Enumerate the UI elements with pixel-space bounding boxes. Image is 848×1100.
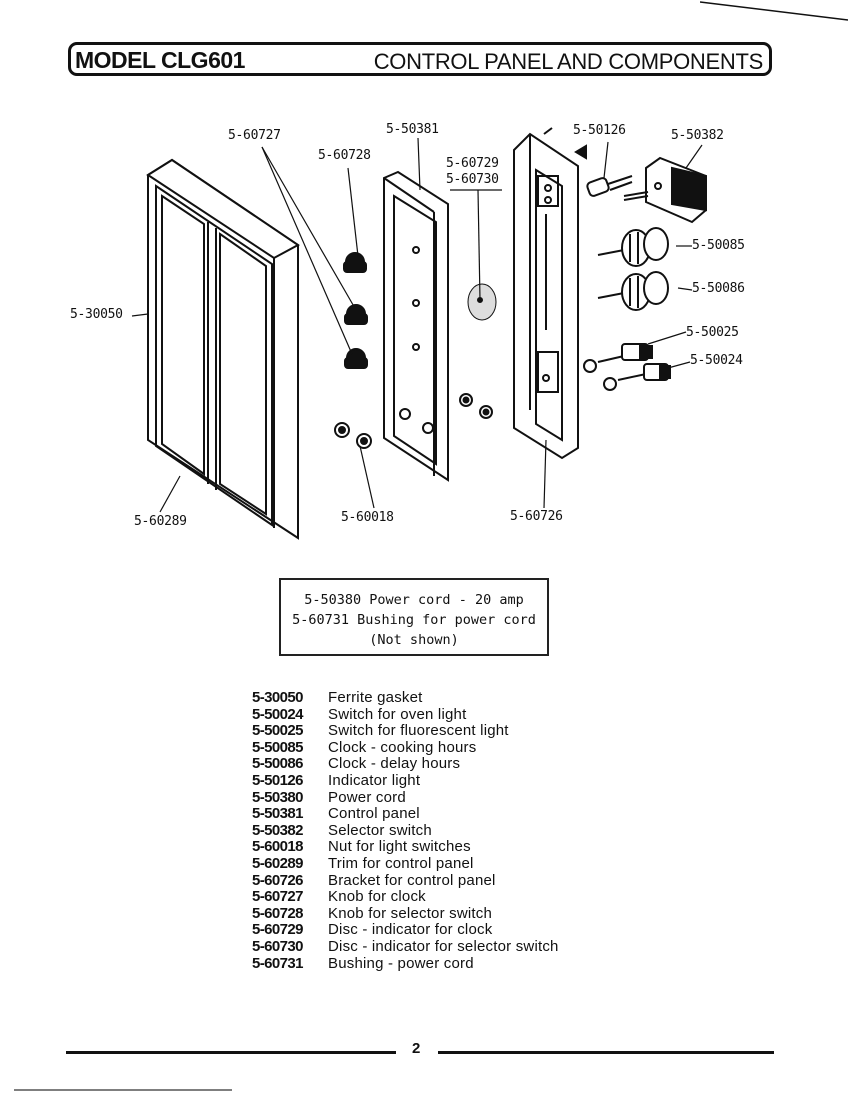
disc-drawing [467,283,497,321]
model-title: MODEL CLG601 [75,47,245,73]
part-number: 5-50086 [252,755,303,773]
part-description: Bracket for control panel [328,871,496,889]
part-description: Disc - indicator for clock [328,921,493,939]
callout-5-60018: 5-60018 [341,510,394,525]
indicator-light-drawing [586,175,633,197]
part-description: Knob for clock [328,888,426,906]
note-line-2: 5-60731 Bushing for power cord [292,612,536,628]
note-line-1: 5-50380 Power cord - 20 amp [304,592,524,608]
parts-row: 5-60731 Bushing - power cord [252,954,559,973]
part-number: 5-50126 [252,771,303,789]
part-description: Ferrite gasket [328,689,423,706]
parts-row: 5-50085 Clock - cooking hours [252,738,559,757]
footer-rule-left [66,1051,396,1054]
part-description: Knob for selector switch [328,904,493,922]
page-number: 2 [412,1040,421,1057]
power-cord-note-box: 5-50380 Power cord - 20 amp 5-60731 Bush… [279,578,549,656]
callout-5-50024: 5-50024 [690,353,743,368]
part-number: 5-60727 [252,888,303,906]
parts-row: 5-50086 Clock - delay hours [252,756,559,773]
callout-5-60727: 5-60727 [228,128,281,143]
corner-line [700,1,848,21]
callout-5-50126: 5-50126 [573,123,626,138]
light-switches-drawing [583,343,671,391]
knobs-drawing [343,252,368,369]
part-number: 5-60018 [252,838,303,856]
part-description: Clock - delay hours [328,755,461,773]
callout-5-30050: 5-30050 [70,307,123,322]
callout-5-60729: 5-60729 [446,156,499,171]
parts-row: 5-50380 Power cord [252,788,559,807]
part-number: 5-50382 [252,821,303,839]
bracket-drawing [513,127,587,460]
parts-row: 5-50382 Selector switch [252,821,559,840]
section-title: CONTROL PANEL AND COMPONENTS [373,49,764,74]
callout-5-50086: 5-50086 [692,281,745,296]
page-header: MODEL CLG601 CONTROL PANEL AND COMPONENT… [68,42,772,76]
part-number: 5-60730 [252,937,303,955]
callout-5-50025: 5-50025 [686,325,739,340]
note-line-3: (Not shown) [369,632,459,648]
part-description: Power cord [328,788,406,806]
nuts-drawing [334,393,493,449]
parts-row: 5-60728 Knob for selector switch [252,904,559,923]
parts-row: 5-60726 Bracket for control panel [252,871,559,890]
parts-row: 5-60727 Knob for clock [252,889,559,906]
callout-5-60289: 5-60289 [134,514,187,529]
parts-row: 5-60729 Disc - indicator for clock [252,922,559,939]
part-description: Clock - cooking hours [328,738,477,756]
part-description: Switch for fluorescent light [328,722,509,740]
parts-row: 5-50126 Indicator light [252,771,559,790]
part-number: 5-50024 [252,705,303,723]
selector-switch-drawing [623,156,707,224]
bottom-edge-line [14,1089,232,1091]
part-number: 5-60731 [252,954,303,972]
callout-5-50085: 5-50085 [692,238,745,253]
page-footer: 2 [66,1040,774,1060]
part-number: 5-60726 [252,871,303,889]
part-number: 5-60728 [252,904,303,922]
part-description: Nut for light switches [328,838,471,856]
part-description: Bushing - power cord [328,954,474,972]
part-number: 5-50381 [252,805,303,823]
part-number: 5-30050 [252,689,303,706]
parts-row: 5-60730 Disc - indicator for selector swi… [252,937,559,956]
part-number: 5-50025 [252,722,303,740]
clocks-drawing [597,227,669,311]
exploded-parts-diagram [131,127,707,540]
part-description: Trim for control panel [328,854,474,872]
footer-rule-right [438,1051,774,1054]
trim-frame-drawing [146,158,300,540]
part-number: 5-60729 [252,921,303,939]
parts-row: 5-50024 Switch for oven light [252,705,559,724]
callout-5-60726: 5-60726 [510,509,563,524]
callout-5-60730: 5-60730 [446,172,499,187]
leader-lines [131,137,703,513]
parts-row: 5-50381 Control panel [252,806,559,823]
parts-row: 5-60018 Nut for light switches [252,839,559,856]
part-description: Disc - indicator for selector switch [328,937,559,955]
part-number: 5-50085 [252,738,303,756]
part-description: Indicator light [328,771,421,789]
part-number: 5-50380 [252,788,303,806]
callout-5-50381: 5-50381 [386,122,439,137]
part-number: 5-60289 [252,854,303,872]
callout-5-60728: 5-60728 [318,148,371,163]
parts-row: 5-30050 Ferrite gasket [252,689,559,707]
parts-row: 5-50025 Switch for fluorescent light [252,723,559,740]
control-panel-drawing [383,170,449,482]
part-description: Switch for oven light [328,705,467,723]
part-description: Control panel [328,805,420,823]
parts-row: 5-60289 Trim for control panel [252,854,559,873]
part-description: Selector switch [328,821,432,839]
callout-5-50382: 5-50382 [671,128,724,143]
